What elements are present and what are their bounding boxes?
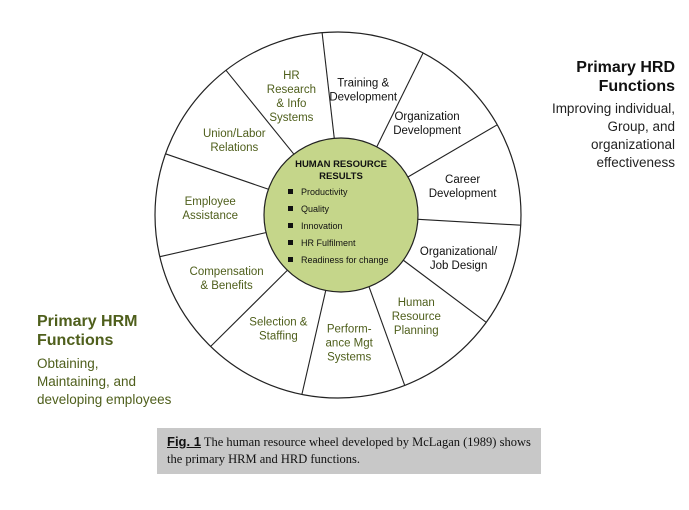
wheel-segment-label: Selection & Staffing <box>249 316 308 342</box>
wheel-spoke <box>401 258 487 323</box>
hrd-desc-line: organizational <box>590 137 675 152</box>
wheel-spoke <box>321 32 336 141</box>
segment-label-line: Job Design <box>430 260 488 272</box>
hrd-functions-description: Improving individual, Group, and organiz… <box>505 100 675 172</box>
segment-label-line: Human <box>398 297 435 309</box>
hub-result-item: HR Fulfilment <box>301 238 356 248</box>
figure-caption-text: The human resource wheel developed by Mc… <box>167 435 531 466</box>
wheel-spoke <box>225 69 296 157</box>
wheel-segment-label: Compensation & Benefits <box>190 266 264 292</box>
hrm-desc-line: Maintaining, and <box>37 374 137 389</box>
segment-label-line: Relations <box>210 142 258 154</box>
hrm-desc-line: developing employees <box>37 392 172 407</box>
segment-label-line: Systems <box>269 112 313 124</box>
hrd-title-line: Primary HRD <box>576 59 675 76</box>
hrd-functions-title: Primary HRD Functions <box>576 58 675 96</box>
segment-label-line: Development <box>429 188 498 200</box>
wheel-spoke <box>405 124 498 179</box>
bullet-icon <box>288 240 293 245</box>
segment-label-line: Development <box>329 92 398 104</box>
figure-label: Fig. 1 <box>167 434 201 449</box>
hrm-functions-description: Obtaining, Maintaining, and developing e… <box>37 355 227 409</box>
segment-label-line: & Benefits <box>200 280 253 292</box>
segment-label-line: Union/Labor <box>203 128 266 140</box>
hub-title-line: HUMAN RESOURCE <box>295 159 387 170</box>
segment-label-line: Organization <box>394 111 459 123</box>
segment-label-line: Staffing <box>259 330 298 342</box>
wheel-segment-label: Organizational/Job Design <box>420 246 498 272</box>
bullet-icon <box>288 206 293 211</box>
segment-label-line: Assistance <box>182 210 238 222</box>
wheel-hub <box>263 137 419 293</box>
hrd-desc-line: effectiveness <box>596 155 675 170</box>
segment-label-line: Compensation <box>190 266 264 278</box>
wheel-spoke <box>415 218 521 226</box>
segment-label-line: Research <box>267 84 316 96</box>
hub-result-item: Productivity <box>301 187 348 197</box>
segment-label-line: HR <box>283 70 300 82</box>
segment-label-line: Development <box>393 125 462 137</box>
segment-label-line: Planning <box>394 325 439 337</box>
hub-result-item: Innovation <box>301 221 343 231</box>
wheel-spoke <box>375 52 424 149</box>
wheel-spoke <box>210 268 290 347</box>
hrm-functions-title: Primary HRM Functions <box>37 312 137 350</box>
segment-label-line: Organizational/ <box>420 246 498 258</box>
wheel-spoke <box>301 288 327 395</box>
bullet-icon <box>288 257 293 262</box>
hub-result-item: Readiness for change <box>301 255 389 265</box>
bullet-icon <box>288 189 293 194</box>
hrm-title-line: Functions <box>37 332 114 349</box>
wheel-spoke <box>159 231 269 258</box>
hub-result-item: Quality <box>301 204 330 214</box>
wheel-segment-label: Training & Development <box>329 78 398 104</box>
segment-label-line: Perform- <box>327 324 372 336</box>
wheel-spoke <box>165 153 271 191</box>
bullet-icon <box>288 223 293 228</box>
hrd-desc-line: Group, and <box>607 119 675 134</box>
wheel-spokes <box>159 32 521 395</box>
segment-label-line: Selection & <box>249 316 308 328</box>
segment-label-line: ance Mgt <box>326 338 374 350</box>
hub-title-line: RESULTS <box>319 171 363 182</box>
hrm-title-line: Primary HRM <box>37 313 138 330</box>
hrm-desc-line: Obtaining, <box>37 356 99 371</box>
segment-label-line: Employee <box>185 196 236 208</box>
hrd-title-line: Functions <box>598 78 675 95</box>
segment-label-line: Training & <box>337 78 389 90</box>
figure-caption: Fig. 1 The human resource wheel develope… <box>157 428 541 474</box>
wheel-spoke <box>367 284 406 386</box>
hrd-desc-line: Improving individual, <box>551 101 675 116</box>
segment-label-line: Career <box>445 174 480 186</box>
segment-label-line: Systems <box>327 352 371 364</box>
segment-label-line: Resource <box>392 311 441 323</box>
segment-label-line: & Info <box>276 98 306 110</box>
